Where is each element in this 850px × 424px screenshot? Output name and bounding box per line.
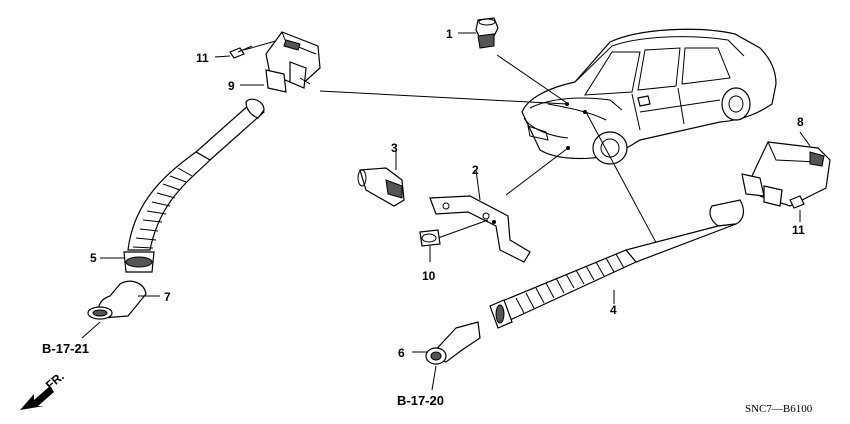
- callout-4: 4: [610, 303, 617, 317]
- callout-11-right: 11: [792, 223, 805, 237]
- front-direction-indicator: FR.: [20, 369, 67, 410]
- callout-7: 7: [164, 290, 171, 304]
- part-9-housing: [240, 31, 321, 93]
- callout-3: 3: [391, 141, 398, 155]
- callout-9: 9: [228, 79, 235, 93]
- part-10-bolt: [419, 229, 441, 262]
- vehicle-outline: [521, 28, 777, 165]
- part-8-housing: [741, 131, 831, 207]
- callout-1: 1: [446, 27, 453, 41]
- reference-b-17-21: B-17-21: [42, 341, 89, 356]
- part-7-elbow: [87, 280, 160, 320]
- left-duct-assembly: [87, 31, 321, 320]
- reference-b-17-20: B-17-20: [397, 393, 444, 408]
- location-leader-lines: [319, 54, 661, 251]
- part-6-elbow: [412, 321, 481, 365]
- front-arrow-label: FR.: [43, 369, 67, 392]
- corrugated-hose-right: [499, 249, 637, 321]
- callout-2: 2: [472, 163, 479, 177]
- callout-6: 6: [398, 346, 405, 360]
- right-duct-assembly: [412, 131, 831, 365]
- diagram-code: SNC7—B6100: [745, 403, 813, 415]
- front-arrow-icon: [20, 386, 54, 410]
- part-5-clamp: [100, 251, 155, 273]
- corrugated-hose-left: [127, 151, 211, 251]
- callout-10: 10: [422, 269, 436, 283]
- part-3-sensor: [357, 150, 405, 207]
- part-1-sensor: [458, 17, 499, 49]
- callout-5: 5: [90, 251, 97, 265]
- callout-11-left: 11: [196, 51, 209, 65]
- callout-labels: 1 2 3 4 5 6 7 8 9 10 11 11: [90, 27, 805, 360]
- part-2-bracket: [429, 169, 531, 263]
- callout-8: 8: [797, 115, 804, 129]
- reference-labels: B-17-21 B-17-20: [42, 321, 444, 408]
- part-11-screw-right: [789, 195, 805, 222]
